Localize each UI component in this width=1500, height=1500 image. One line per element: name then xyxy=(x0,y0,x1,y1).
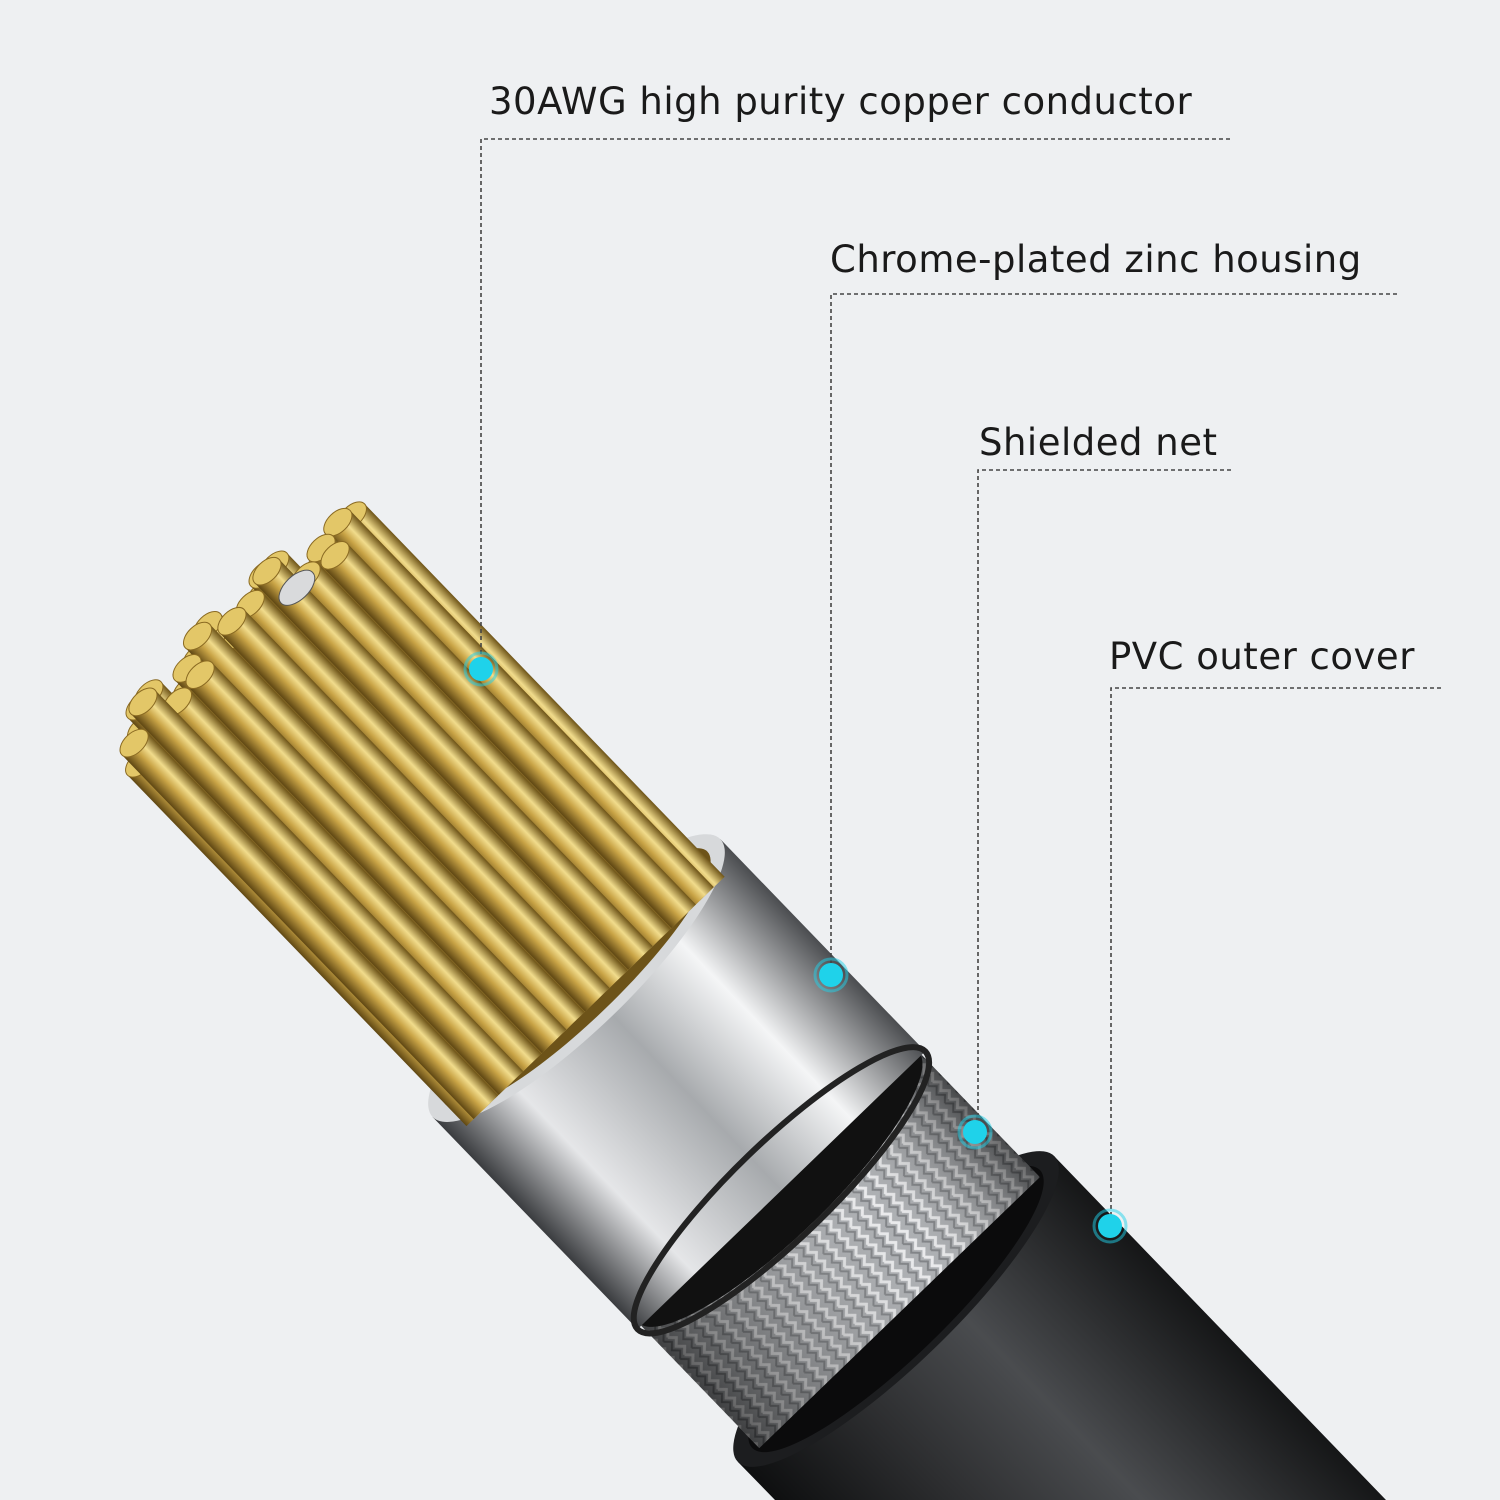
leader-line-cover xyxy=(1110,687,1441,1226)
label-cover: PVC outer cover xyxy=(1109,635,1415,678)
copper-wire xyxy=(185,660,567,1054)
copper-wire xyxy=(217,606,610,1012)
copper-wire xyxy=(183,621,585,1036)
copper-wire xyxy=(119,728,499,1120)
label-shield: Shielded net xyxy=(979,421,1218,464)
pvc-outer-cover xyxy=(738,1156,1386,1500)
copper-conductor-bundle xyxy=(119,501,725,1127)
center-core xyxy=(278,569,316,606)
marker-dot-cover xyxy=(1092,1208,1128,1244)
copper-wire xyxy=(252,556,653,970)
label-conductor: 30AWG high purity copper conductor xyxy=(489,80,1193,123)
copper-wire xyxy=(323,507,714,911)
copper-wire xyxy=(128,687,524,1095)
copper-wire xyxy=(320,541,696,929)
leader-line-shield xyxy=(977,469,1231,1132)
leader-line-conductor xyxy=(480,138,1230,668)
marker-dot-shield xyxy=(957,1114,993,1150)
marker-dot-conductor xyxy=(463,651,499,687)
marker-dot-housing xyxy=(813,957,849,993)
label-housing: Chrome-plated zinc housing xyxy=(830,238,1362,281)
